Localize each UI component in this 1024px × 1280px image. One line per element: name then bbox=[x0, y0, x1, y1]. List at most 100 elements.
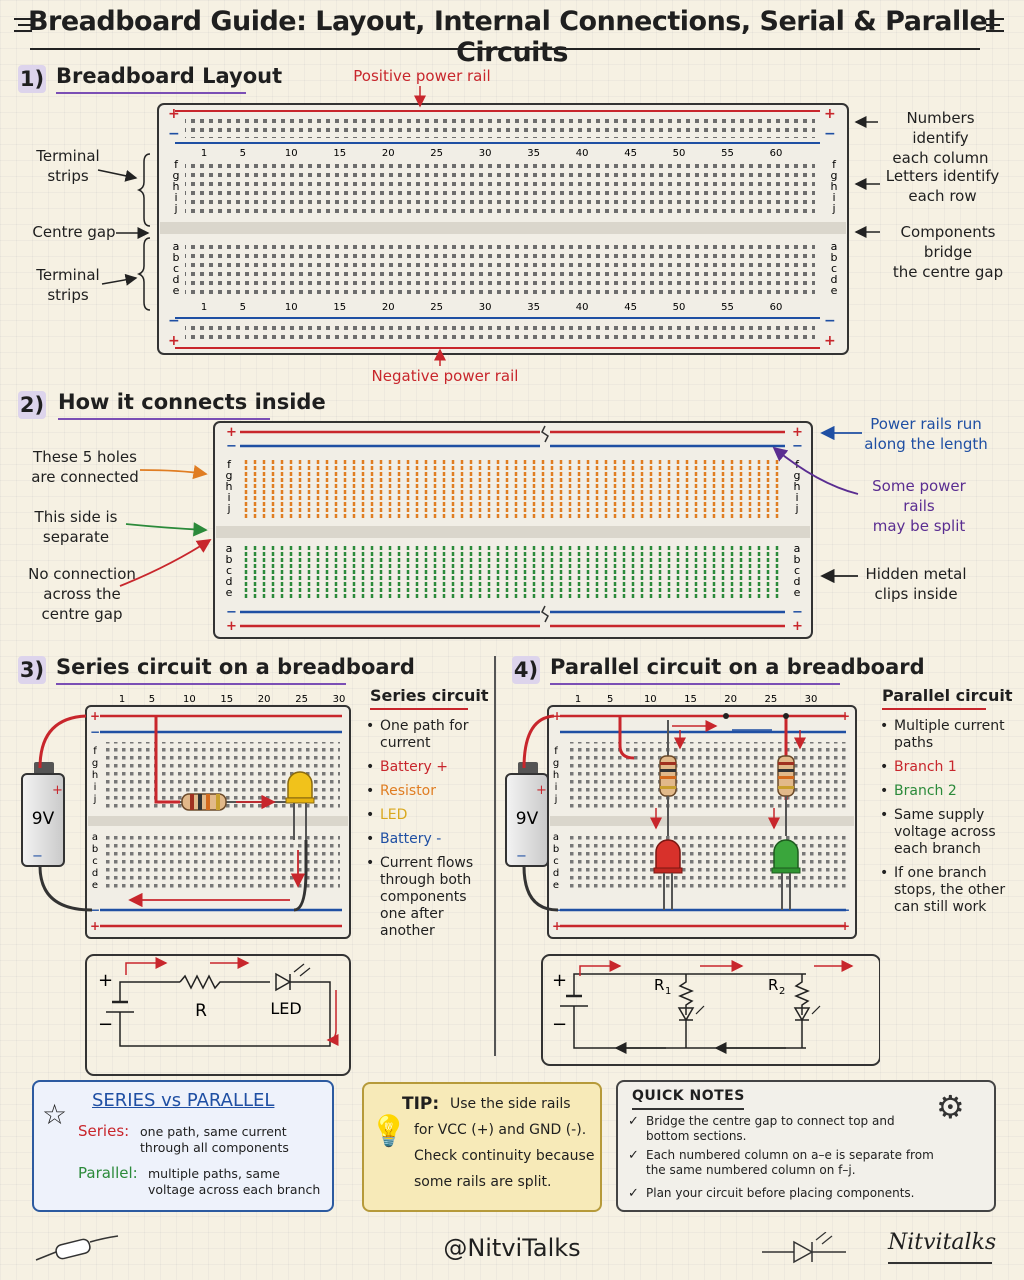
tip-line-3: Check continuity because bbox=[414, 1148, 595, 1164]
row-letter-right: e bbox=[831, 284, 838, 297]
column-number-top: 20 bbox=[382, 148, 395, 159]
s3-row-letter: a bbox=[92, 832, 98, 843]
series-bullet-5: Battery - bbox=[366, 831, 486, 848]
column-number-bottom: 5 bbox=[240, 302, 246, 313]
schem-r1: R bbox=[654, 976, 664, 994]
letters-identify-note: Letters identify each row bbox=[885, 167, 1000, 205]
schem-r-label: R bbox=[195, 1001, 207, 1021]
column-number-bottom: 25 bbox=[430, 302, 443, 313]
column-number-top: 30 bbox=[479, 148, 492, 159]
s3-column-number: 20 bbox=[258, 694, 271, 705]
parallel-side-title: Parallel circuit bbox=[882, 686, 1013, 705]
b2-row-letter-left: h bbox=[226, 480, 233, 493]
section-3-title: Series circuit on a breadboard bbox=[56, 655, 415, 679]
s3-plus-tl: + bbox=[90, 709, 100, 723]
s4-row-letter: e bbox=[553, 880, 559, 891]
note-1: Bridge the centre gap to connect top and… bbox=[646, 1114, 895, 1143]
check-icon-2: ✓ bbox=[628, 1148, 639, 1163]
terminal-strips-bottom-label: Terminal strips bbox=[36, 266, 100, 304]
parallel-bullet-1: Multiple current paths bbox=[880, 718, 1010, 752]
branch-2-led bbox=[773, 839, 799, 871]
s4-plus-br: + bbox=[840, 919, 850, 933]
parallel-bullet-2: Branch 1 bbox=[880, 759, 1010, 776]
b2-row-letter-right: i bbox=[795, 491, 798, 504]
s4-row-letter: g bbox=[553, 758, 559, 769]
series-led bbox=[287, 771, 313, 799]
signature: Nitvitalks bbox=[888, 1230, 997, 1255]
metal-clips-label: Hidden metal clips inside bbox=[865, 565, 967, 603]
footer-handle: @NitviTalks bbox=[443, 1234, 581, 1262]
series-bullet-3: Resistor bbox=[366, 783, 486, 800]
column-number-top: 15 bbox=[333, 148, 346, 159]
this-side-label: This side is separate bbox=[34, 508, 118, 546]
row-letter-left: d bbox=[173, 273, 180, 286]
s4-row-letter: d bbox=[553, 868, 559, 879]
schem-r2: R bbox=[768, 976, 778, 994]
section-3-underline bbox=[56, 683, 346, 685]
quick-notes-underline bbox=[632, 1108, 744, 1110]
tip-label: TIP: bbox=[402, 1094, 440, 1114]
tip-line-1: Use the side rails bbox=[450, 1096, 571, 1112]
series-bullet-6: Current flows through both components on… bbox=[366, 855, 486, 940]
s4-column-number: 1 bbox=[575, 694, 581, 705]
title-deco-right bbox=[986, 14, 1004, 36]
column-number-bottom: 40 bbox=[576, 302, 589, 313]
s4-column-number: 15 bbox=[684, 694, 697, 705]
b2-row-letter-left: e bbox=[226, 586, 233, 599]
row-letter-right: c bbox=[831, 262, 837, 275]
column-number-bottom: 35 bbox=[527, 302, 540, 313]
parallel-schem-plus: + bbox=[552, 970, 567, 991]
s4-plus-tr: + bbox=[840, 709, 850, 723]
s3-minus-tl: − bbox=[90, 725, 100, 739]
column-number-top: 45 bbox=[624, 148, 637, 159]
column-number-top: 5 bbox=[240, 148, 246, 159]
column-number-bottom: 1 bbox=[201, 302, 207, 313]
s4-row-letter: b bbox=[553, 844, 559, 855]
b2-plus-tr: + bbox=[792, 425, 803, 440]
s3-row-letter: d bbox=[92, 868, 98, 879]
section-4-underline bbox=[550, 683, 840, 685]
row-letter-left: a bbox=[173, 240, 180, 253]
column-number-bottom: 50 bbox=[673, 302, 686, 313]
b2-row-letter-left: a bbox=[226, 542, 233, 555]
row-letter-left: c bbox=[173, 262, 179, 275]
s3-column-number: 10 bbox=[183, 694, 196, 705]
rail-plus-bl: + bbox=[168, 333, 180, 349]
s4-row-letter: c bbox=[553, 856, 559, 867]
section-4-title: Parallel circuit on a breadboard bbox=[550, 655, 925, 679]
series-schematic-box bbox=[85, 954, 351, 1076]
s4-column-number: 30 bbox=[805, 694, 818, 705]
section-1-title: Breadboard Layout bbox=[56, 64, 283, 88]
note-3: Plan your circuit before placing compone… bbox=[646, 1186, 915, 1200]
rails-run-label: Power rails run along the length bbox=[864, 415, 988, 453]
series-side-underline bbox=[370, 708, 468, 710]
s3-row-letter: h bbox=[92, 770, 98, 781]
s3-minus-bl: − bbox=[90, 903, 100, 917]
section-divider bbox=[494, 656, 496, 1056]
row-letter-left: j bbox=[173, 202, 177, 215]
rail-plus-tl: + bbox=[168, 106, 180, 122]
five-holes-label: These 5 holes are connected bbox=[31, 448, 139, 486]
b2-row-letter-right: a bbox=[794, 542, 801, 555]
rail-plus-br: + bbox=[824, 333, 836, 349]
positive-rail-label: Positive power rail bbox=[353, 67, 491, 85]
s4-column-number: 20 bbox=[724, 694, 737, 705]
s3-column-number: 15 bbox=[220, 694, 233, 705]
column-number-bottom: 30 bbox=[479, 302, 492, 313]
series-battery-plus: + bbox=[52, 783, 63, 798]
section-2-title: How it connects inside bbox=[58, 390, 326, 414]
s4-column-number: 5 bbox=[607, 694, 613, 705]
components-bridge-note: Components bridge the centre gap bbox=[892, 223, 1004, 281]
b2-minus-bl: − bbox=[226, 605, 237, 620]
rail-minus-br: − bbox=[824, 313, 836, 329]
box-sp-title: SERIES vs PARALLEL bbox=[92, 1090, 275, 1111]
s3-row-letter: b bbox=[92, 844, 98, 855]
parallel-bullet-4: Same supply voltage across each branch bbox=[880, 807, 1010, 858]
column-number-bottom: 10 bbox=[285, 302, 298, 313]
series-red-wire bbox=[38, 714, 87, 769]
column-number-top: 1 bbox=[201, 148, 207, 159]
b2-row-letter-right: c bbox=[794, 564, 800, 577]
parallel-battery-label: 9V bbox=[516, 809, 539, 829]
